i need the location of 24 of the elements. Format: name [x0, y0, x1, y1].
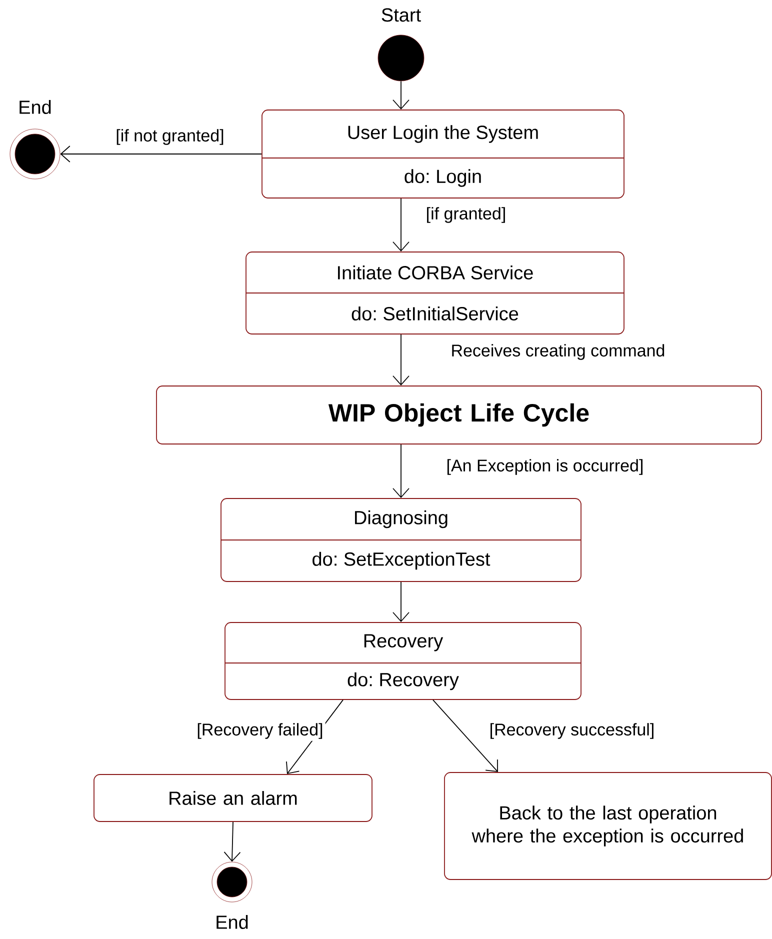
arrow — [432, 700, 498, 772]
state-box: User Login the System do: Login — [262, 110, 624, 198]
state-box: Diagnosing do: SetExceptionTest — [220, 498, 582, 582]
arrow — [392, 444, 410, 498]
edge-label: [if granted] — [427, 207, 505, 223]
edge-label: [An Exception is occurred] — [447, 459, 642, 475]
arrow — [392, 80, 410, 110]
edge-label: Receives creating command — [452, 344, 664, 360]
state-box: Recovery do: Recovery — [224, 622, 582, 700]
edge-label: [if not granted] — [116, 129, 224, 145]
arrow — [392, 198, 410, 252]
state-label: Start — [382, 8, 421, 22]
state-box: Initiate CORBA Service do: SetInitialService — [246, 252, 624, 334]
state-box: Back to the last operation where the exception is occurred — [444, 772, 772, 880]
arrow — [60, 146, 262, 162]
edge-label: [Recovery successful] — [487, 721, 657, 741]
edge-label: [Recovery failed] — [194, 721, 326, 741]
state-label: End — [20, 100, 51, 114]
arrow — [392, 582, 410, 622]
state-box: Raise an alarm — [94, 774, 372, 822]
state-box: WIP Object Life Cycle — [156, 386, 762, 444]
arrow — [224, 822, 241, 862]
arrow — [392, 334, 410, 386]
state-label: End — [216, 915, 248, 929]
